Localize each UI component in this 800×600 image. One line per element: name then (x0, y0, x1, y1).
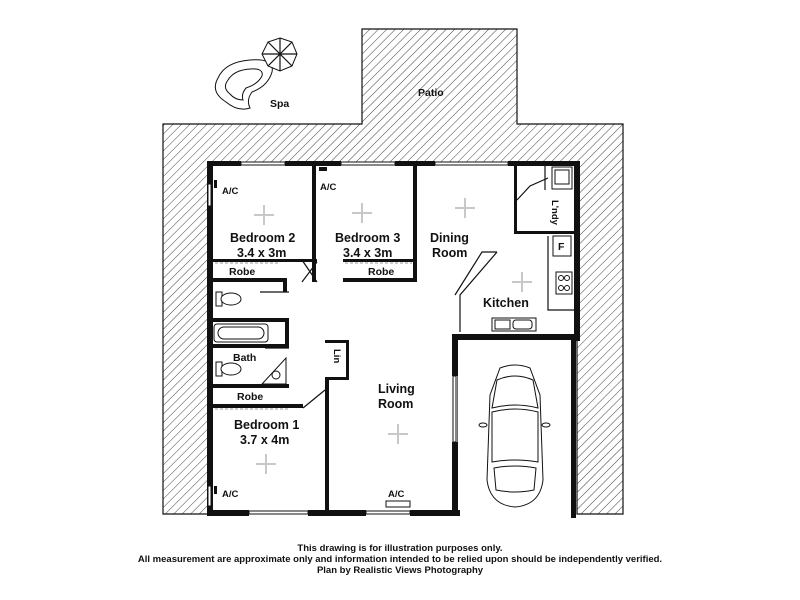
car (478, 364, 551, 508)
bedroom3-name: Bedroom 3 (335, 231, 400, 245)
disclaimer-line2: All measurement are approximate only and… (138, 554, 662, 565)
robe-label-bedroom2: Robe (229, 266, 255, 278)
ceiling-light-icon (455, 198, 475, 218)
spa-pool (214, 59, 273, 110)
house-interior (208, 163, 578, 516)
ceiling-lights (254, 198, 532, 474)
spa-label: Spa (270, 98, 289, 110)
kitchen-label: Kitchen (483, 296, 529, 310)
walls (207, 161, 580, 518)
ac-unit (385, 500, 411, 508)
linen-label: Lin (331, 349, 342, 363)
dining-label-line1: Dining (430, 231, 469, 245)
fridge-space (552, 235, 572, 257)
dining-label-line2: Room (432, 246, 467, 260)
patio-label: Patio (418, 87, 444, 99)
living-label-line1: Living (378, 382, 415, 396)
bedroom1-size: 3.7 x 4m (240, 433, 289, 447)
bedroom2-name: Bedroom 2 (230, 231, 295, 245)
toilet-lower (215, 361, 242, 377)
laundry-label: L'ndy (549, 200, 560, 226)
ac-label-bedroom2: A/C (222, 186, 239, 197)
ceiling-light-icon (254, 205, 274, 225)
ac-marker (214, 180, 217, 188)
door-swings (260, 166, 578, 409)
robe-label-bedroom1: Robe (237, 391, 263, 403)
bedroom1-name: Bedroom 1 (234, 418, 299, 432)
cooktop (555, 271, 573, 295)
ac-marker (319, 167, 327, 171)
disclaimer-line1: This drawing is for illustration purpose… (297, 543, 502, 554)
fridge-label: F (558, 241, 565, 253)
ac-label-bedroom1: A/C (222, 489, 239, 500)
ac-marker (214, 486, 217, 494)
robe-doors (215, 262, 412, 410)
disclaimer-line3: Plan by Realistic Views Photography (317, 565, 484, 576)
bedroom2-size: 3.4 x 3m (237, 246, 286, 260)
ceiling-light-icon (388, 424, 408, 444)
robe-label-bedroom3: Robe (368, 266, 394, 278)
bathtub (213, 323, 269, 343)
living-label-line2: Room (378, 397, 413, 411)
ceiling-light-icon (352, 203, 372, 223)
vanity-basin (260, 356, 287, 385)
umbrella-icon (261, 37, 298, 72)
ac-label-bedroom3: A/C (320, 182, 337, 193)
ceiling-light-icon (512, 272, 532, 292)
ac-label-living: A/C (388, 489, 405, 500)
linen-closet (329, 343, 346, 377)
ceiling-light-icon (256, 454, 276, 474)
bath-label: Bath (233, 352, 256, 364)
kitchen-sink (491, 317, 537, 332)
windows (207, 161, 509, 515)
bedroom3-size: 3.4 x 3m (343, 246, 392, 260)
laundry-tub (551, 166, 573, 190)
toilet-upper (215, 291, 242, 307)
